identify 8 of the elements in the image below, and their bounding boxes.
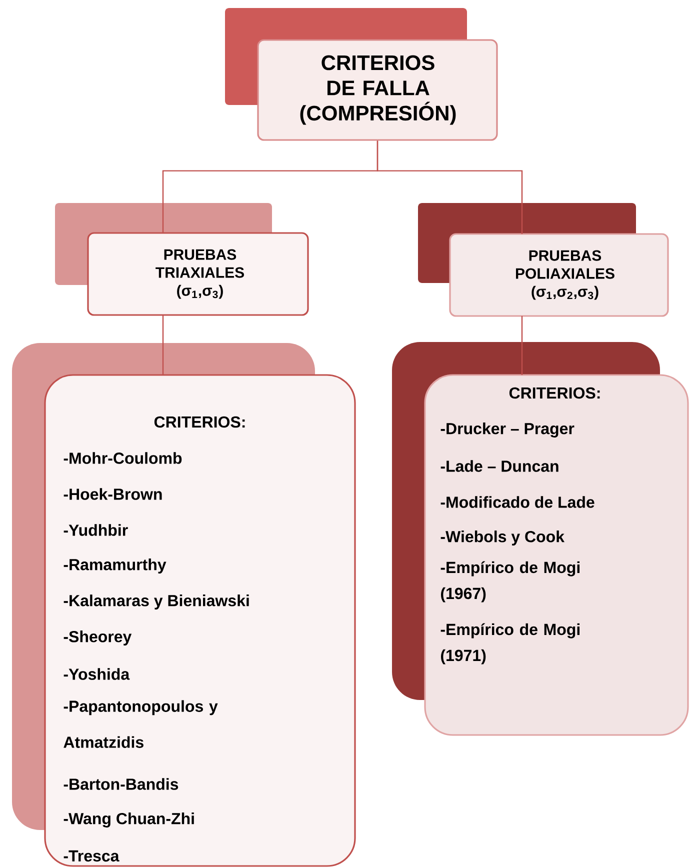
- connector-line: [521, 316, 523, 375]
- list-box: CRITERIOS: -Mohr-Coulomb -Hoek-Brown -Yudhbir -Ramamurthy -Kalamaras y Bieniawski -Sheorey -Yoshida -Papantonopoulos y Atmatzidis -Barton-Bandis -Wang Chuan-Zhi -Tresca: [44, 374, 356, 867]
- list-box: CRITERIOS: -Drucker – Prager -Lade – Duncan -Modificado de Lade -Wiebols y Cook -Empírico de Mogi (1967) -Empírico de Mogi (1971): [424, 374, 689, 736]
- title-box: CRITERIOS DE FALLA (COMPRESIÓN): [257, 39, 498, 141]
- test-box: PRUEBAS POLIAXIALES (σ$_{1}$,σ$_{2}$,σ$_{3}$): [449, 233, 669, 317]
- test-box: PRUEBAS TRIAXIALES (σ$_{1}$,σ$_{3}$): [87, 232, 309, 316]
- connector-line: [162, 315, 164, 375]
- connector-line: [376, 140, 523, 234]
